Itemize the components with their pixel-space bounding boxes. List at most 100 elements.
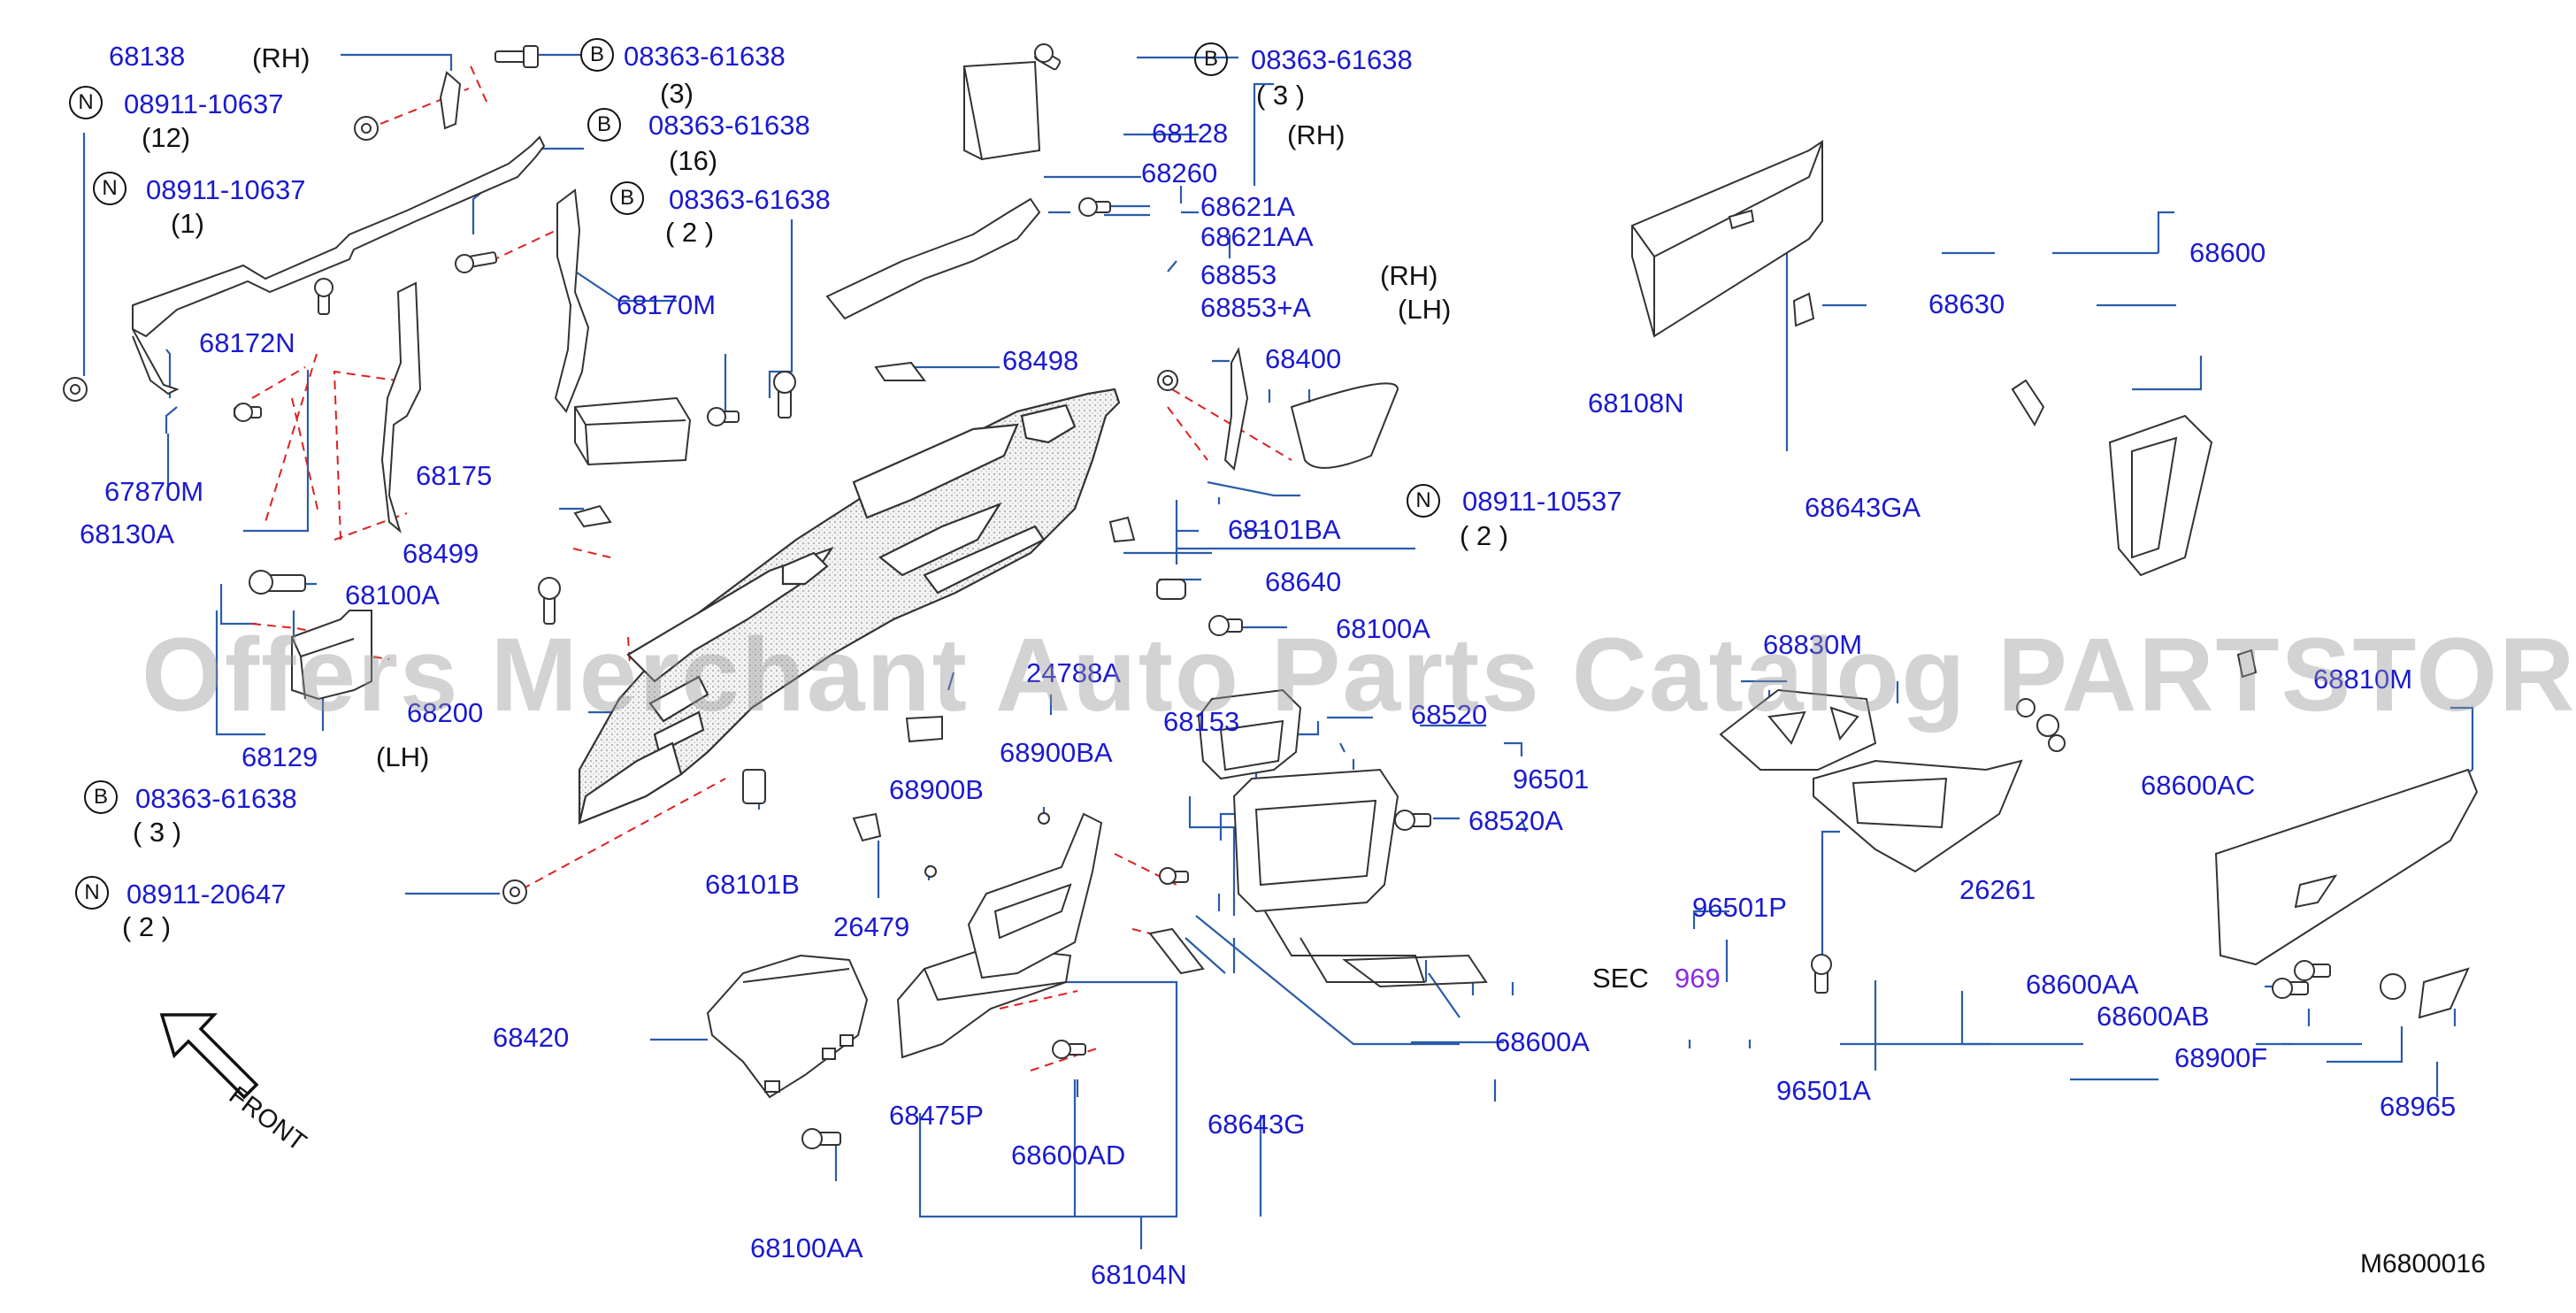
label-68128[interactable]: 68128	[1152, 118, 1229, 149]
label-68853[interactable]: 68853	[1200, 259, 1277, 290]
qty-n-3: ( 2 )	[122, 911, 172, 942]
label-b-08363-2[interactable]: 08363-61638	[648, 110, 810, 141]
label-68101B[interactable]: 68101B	[705, 869, 800, 900]
qty-n-4: ( 2 )	[1460, 520, 1509, 551]
n-marker-icon: N	[1407, 484, 1440, 518]
label-68153[interactable]: 68153	[1163, 706, 1240, 737]
label-68138[interactable]: 68138	[109, 41, 186, 72]
label-96501A[interactable]: 96501A	[1776, 1075, 1871, 1106]
left-brackets	[132, 71, 692, 701]
label-68108N[interactable]: 68108N	[1588, 388, 1684, 418]
label-68129[interactable]: 68129	[242, 741, 318, 772]
sec-label: SEC	[1592, 963, 1649, 994]
label-68643G[interactable]: 68643G	[1208, 1109, 1306, 1140]
label-b-08363-5[interactable]: 08363-61638	[1251, 44, 1413, 75]
label-68810M[interactable]: 68810M	[2313, 664, 2413, 695]
label-68100A-left[interactable]: 68100A	[345, 580, 440, 610]
label-68130A[interactable]: 68130A	[80, 518, 174, 549]
label-68900F[interactable]: 68900F	[2174, 1042, 2268, 1073]
screw-icon	[455, 251, 498, 273]
label-n-08911-1[interactable]: 08911-10637	[124, 88, 284, 119]
label-68100A-right[interactable]: 68100A	[1336, 613, 1430, 644]
screw-icon	[1811, 954, 1832, 994]
label-68643GA[interactable]: 68643GA	[1805, 492, 1920, 523]
label-68475P[interactable]: 68475P	[889, 1100, 984, 1131]
screw-icon	[234, 403, 262, 422]
label-68499[interactable]: 68499	[402, 538, 479, 569]
label-n-08911-2[interactable]: 08911-10637	[146, 174, 306, 205]
b-marker-icon: B	[587, 108, 621, 142]
label-26479[interactable]: 26479	[833, 911, 910, 942]
screw-icon	[249, 570, 306, 595]
screw-icon	[1052, 1040, 1086, 1059]
label-68600AB[interactable]: 68600AB	[2097, 1001, 2210, 1032]
label-68104N[interactable]: 68104N	[1091, 1259, 1187, 1290]
qty-b-1: (3)	[660, 78, 694, 109]
qty-b-3: ( 2 )	[665, 217, 715, 248]
label-68520[interactable]: 68520	[1411, 699, 1488, 730]
screw-icon	[494, 45, 539, 68]
label-68175[interactable]: 68175	[416, 460, 493, 491]
label-26261[interactable]: 26261	[1959, 874, 2036, 905]
label-68600AC[interactable]: 68600AC	[2141, 770, 2256, 801]
label-68600AA[interactable]: 68600AA	[2026, 969, 2139, 1000]
label-68400[interactable]: 68400	[1265, 343, 1342, 374]
fasteners	[63, 43, 2331, 1149]
screw-icon	[2294, 960, 2331, 981]
label-68498[interactable]: 68498	[1002, 345, 1079, 376]
label-24788A[interactable]: 24788A	[1026, 657, 1121, 688]
label-96501P[interactable]: 96501P	[1692, 892, 1787, 923]
label-68600[interactable]: 68600	[2189, 237, 2266, 268]
n-marker-icon: N	[69, 86, 103, 119]
label-68129-side: (LH)	[376, 741, 430, 772]
label-68200[interactable]: 68200	[407, 697, 484, 728]
label-68853A[interactable]: 68853+A	[1200, 292, 1311, 323]
screw-icon	[1034, 43, 1062, 71]
label-68138-side: (RH)	[252, 42, 310, 73]
label-b-08363-3[interactable]: 08363-61638	[669, 184, 831, 215]
screw-icon	[538, 577, 561, 625]
front-arrow-icon	[159, 1013, 259, 1100]
nut-icon	[502, 879, 527, 904]
label-68830M[interactable]: 68830M	[1763, 629, 1863, 660]
label-68600AD[interactable]: 68600AD	[1011, 1140, 1126, 1171]
label-68101BA[interactable]: 68101BA	[1228, 514, 1341, 545]
label-68100AA[interactable]: 68100AA	[750, 1232, 863, 1263]
label-n-08911-4[interactable]: 08911-10537	[1462, 486, 1622, 517]
label-68853-lh: (LH)	[1398, 294, 1452, 325]
qty-b-5: ( 3 )	[1256, 80, 1306, 111]
label-68621A[interactable]: 68621A	[1200, 191, 1295, 222]
label-68520A[interactable]: 68520A	[1468, 805, 1563, 836]
label-68170M[interactable]: 68170M	[617, 289, 717, 320]
screw-icon	[773, 371, 796, 418]
label-b-08363-1[interactable]: 08363-61638	[624, 41, 786, 72]
label-68600A[interactable]: 68600A	[1495, 1026, 1590, 1057]
qty-n-2: (1)	[171, 208, 204, 239]
label-b-08363-4[interactable]: 08363-61638	[135, 783, 297, 814]
b-marker-icon: B	[580, 38, 614, 72]
nut-icon	[63, 377, 88, 402]
label-n-08911-3[interactable]: 08911-20647	[126, 879, 287, 910]
b-marker-icon: B	[84, 780, 118, 814]
sec-number-link[interactable]: 969	[1675, 963, 1721, 994]
label-68900B[interactable]: 68900B	[889, 774, 984, 805]
n-marker-icon: N	[75, 876, 109, 910]
label-96501[interactable]: 96501	[1513, 764, 1590, 795]
label-68420[interactable]: 68420	[493, 1022, 570, 1053]
label-68260[interactable]: 68260	[1141, 157, 1218, 188]
label-68900BA[interactable]: 68900BA	[1000, 737, 1113, 768]
screw-icon	[801, 1128, 841, 1149]
label-68965[interactable]: 68965	[2380, 1091, 2457, 1122]
diagram-code: M6800016	[2360, 1249, 2486, 1278]
label-67870M[interactable]: 67870M	[104, 476, 204, 507]
screw-icon	[1208, 615, 1243, 636]
screw-icon	[1078, 197, 1111, 217]
label-68172N[interactable]: 68172N	[199, 327, 295, 358]
label-68128-side: (RH)	[1287, 119, 1346, 150]
label-68640[interactable]: 68640	[1265, 566, 1342, 597]
label-68621AA[interactable]: 68621AA	[1200, 221, 1314, 252]
label-68630[interactable]: 68630	[1928, 288, 2005, 319]
instrument-panel	[578, 388, 1121, 825]
